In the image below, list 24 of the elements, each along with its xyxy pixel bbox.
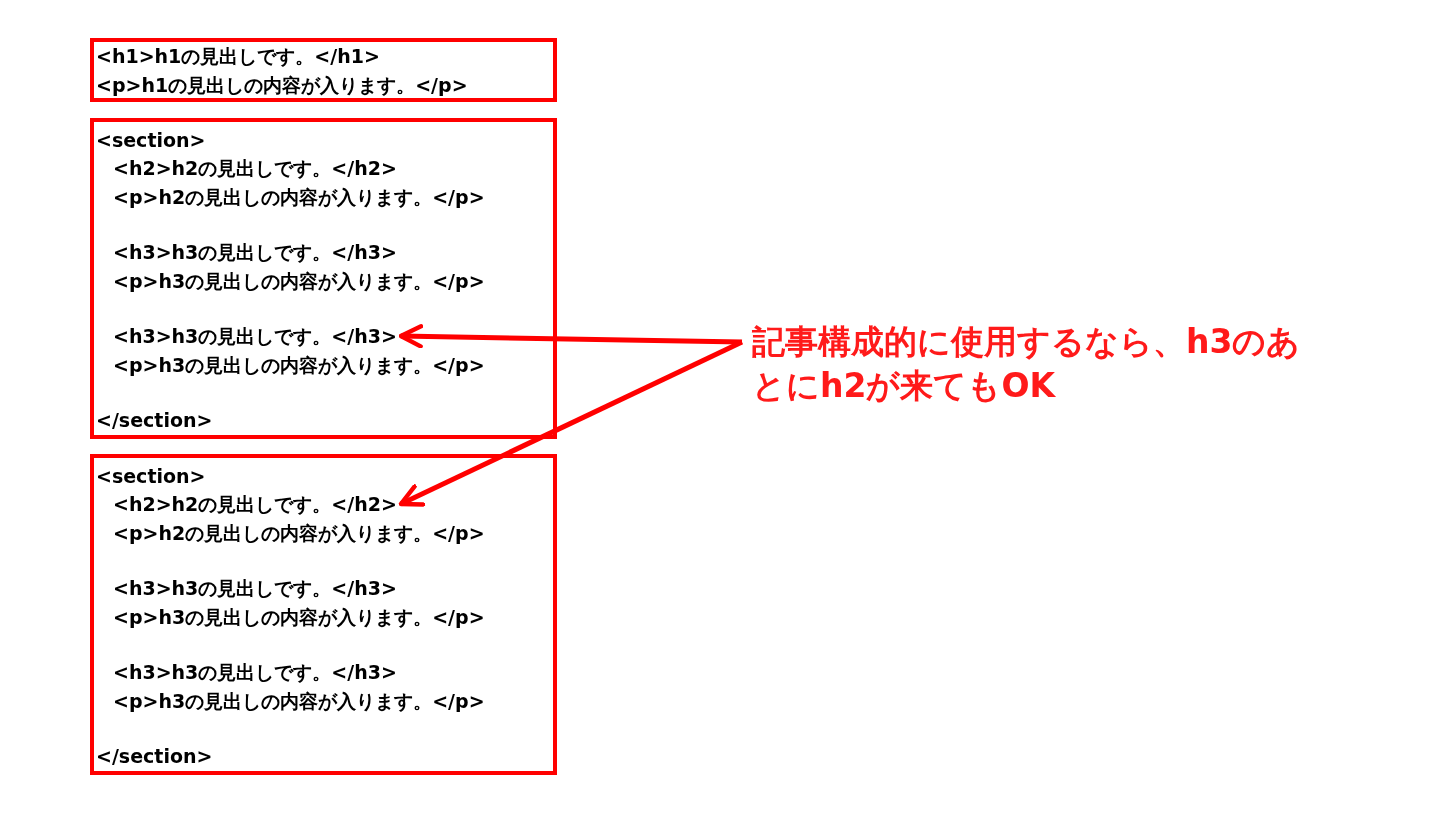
code-line: <h2>h2の見出しです。</h2> — [113, 156, 397, 180]
code-line: <h2>h2の見出しです。</h2> — [113, 492, 397, 516]
code-line: <h3>h3の見出しです。</h3> — [113, 576, 397, 600]
code-line: <section> — [96, 128, 206, 152]
code-block-frame — [90, 454, 557, 775]
code-line: <p>h3の見出しの内容が入ります。</p> — [113, 353, 485, 377]
code-line: <h3>h3の見出しです。</h3> — [113, 660, 397, 684]
code-line: <p>h3の見出しの内容が入ります。</p> — [113, 689, 485, 713]
annotation-text: 記事構成的に使用するなら、h3のあとにh2が来てもOK — [752, 320, 1312, 408]
code-line: <h1>h1の見出しです。</h1> — [96, 44, 380, 68]
code-block-frame — [90, 38, 557, 102]
code-line: </section> — [96, 408, 213, 432]
arrow — [398, 339, 744, 507]
code-line: <p>h3の見出しの内容が入ります。</p> — [113, 269, 485, 293]
code-line: <h3>h3の見出しです。</h3> — [113, 324, 397, 348]
code-line: <p>h2の見出しの内容が入ります。</p> — [113, 521, 485, 545]
code-line: </section> — [96, 744, 213, 768]
code-line: <h3>h3の見出しです。</h3> — [113, 240, 397, 264]
code-block-frame — [90, 118, 557, 439]
code-line: <p>h2の見出しの内容が入ります。</p> — [113, 185, 485, 209]
code-line: <p>h3の見出しの内容が入ります。</p> — [113, 605, 485, 629]
arrow — [398, 324, 743, 349]
code-line: <p>h1の見出しの内容が入ります。</p> — [96, 73, 468, 97]
code-line: <section> — [96, 464, 206, 488]
